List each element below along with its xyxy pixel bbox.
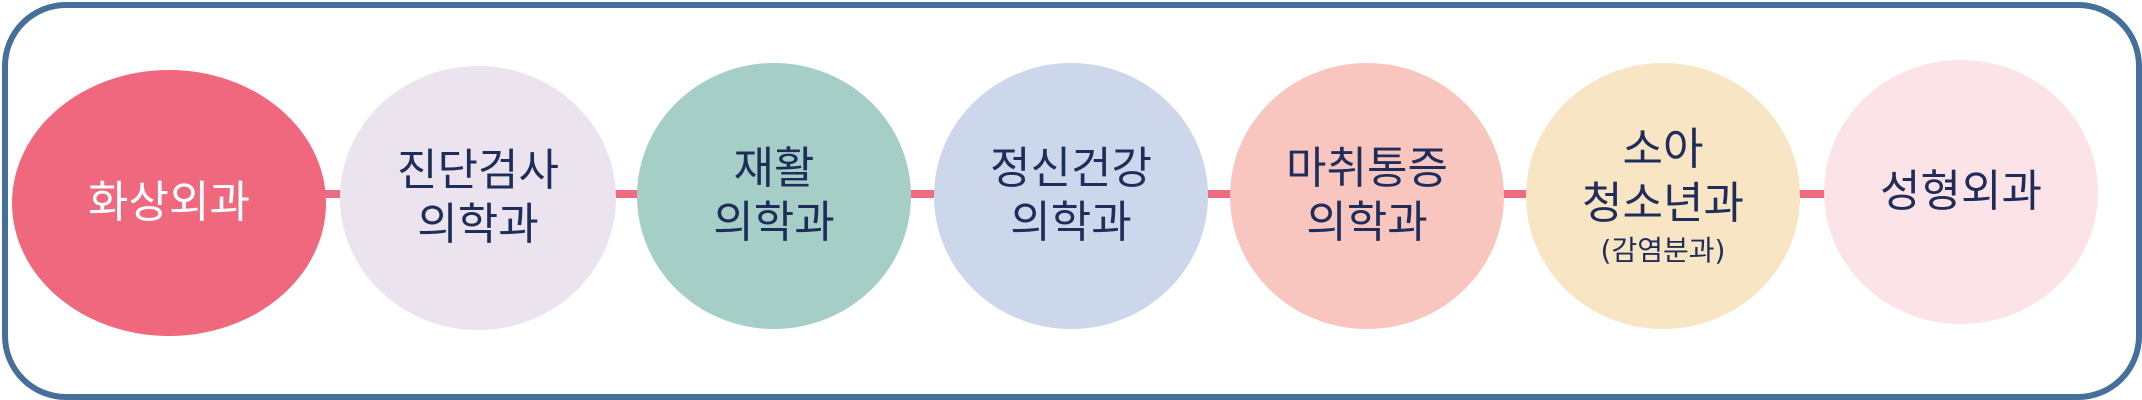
department-laboratory-medicine: 진단검사 의학과 (340, 66, 616, 330)
department-label: 재활 (733, 143, 815, 194)
department-label: 성형외과 (1880, 166, 2042, 217)
department-psychiatry: 정신건강 의학과 (934, 63, 1208, 329)
department-sublabel: (감염분과) (1600, 234, 1726, 267)
department-label: 의학과 (1306, 197, 1428, 248)
department-label: 의학과 (1010, 197, 1132, 248)
department-burn-surgery: 화상외과 (12, 70, 326, 336)
department-anesthesiology: 마취통증 의학과 (1230, 63, 1504, 329)
department-label: 진단검사 (397, 145, 559, 196)
department-label: 정신건강 (990, 143, 1152, 194)
department-pediatrics: 소아 청소년과 (감염분과) (1526, 63, 1800, 329)
department-plastic-surgery: 성형외과 (1824, 60, 2098, 324)
department-label: 화상외과 (88, 177, 250, 228)
department-rehabilitation-medicine: 재활 의학과 (637, 63, 911, 329)
department-label: 마취통증 (1286, 143, 1448, 194)
department-label: 소아 (1622, 124, 1704, 175)
department-label: 의학과 (713, 197, 835, 248)
department-label: 의학과 (417, 199, 539, 250)
department-label: 청소년과 (1582, 178, 1744, 229)
